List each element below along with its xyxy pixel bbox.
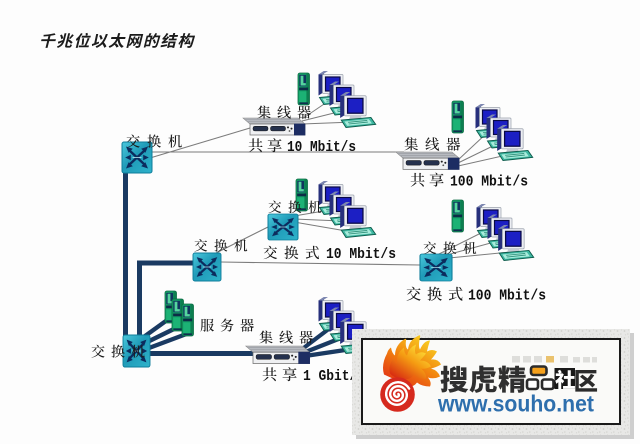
svg-text:100 Mbit/s: 100 Mbit/s	[450, 175, 528, 191]
svg-text:10 Mbit/s: 10 Mbit/s	[326, 247, 396, 263]
svg-text:www.souho.net: www.souho.net	[437, 391, 594, 417]
svg-text:100 Mbit/s: 100 Mbit/s	[468, 289, 546, 305]
svg-text:1 Gbit/s: 1 Gbit/s	[303, 369, 365, 385]
svg-text:10 Mbit/s: 10 Mbit/s	[287, 140, 356, 156]
